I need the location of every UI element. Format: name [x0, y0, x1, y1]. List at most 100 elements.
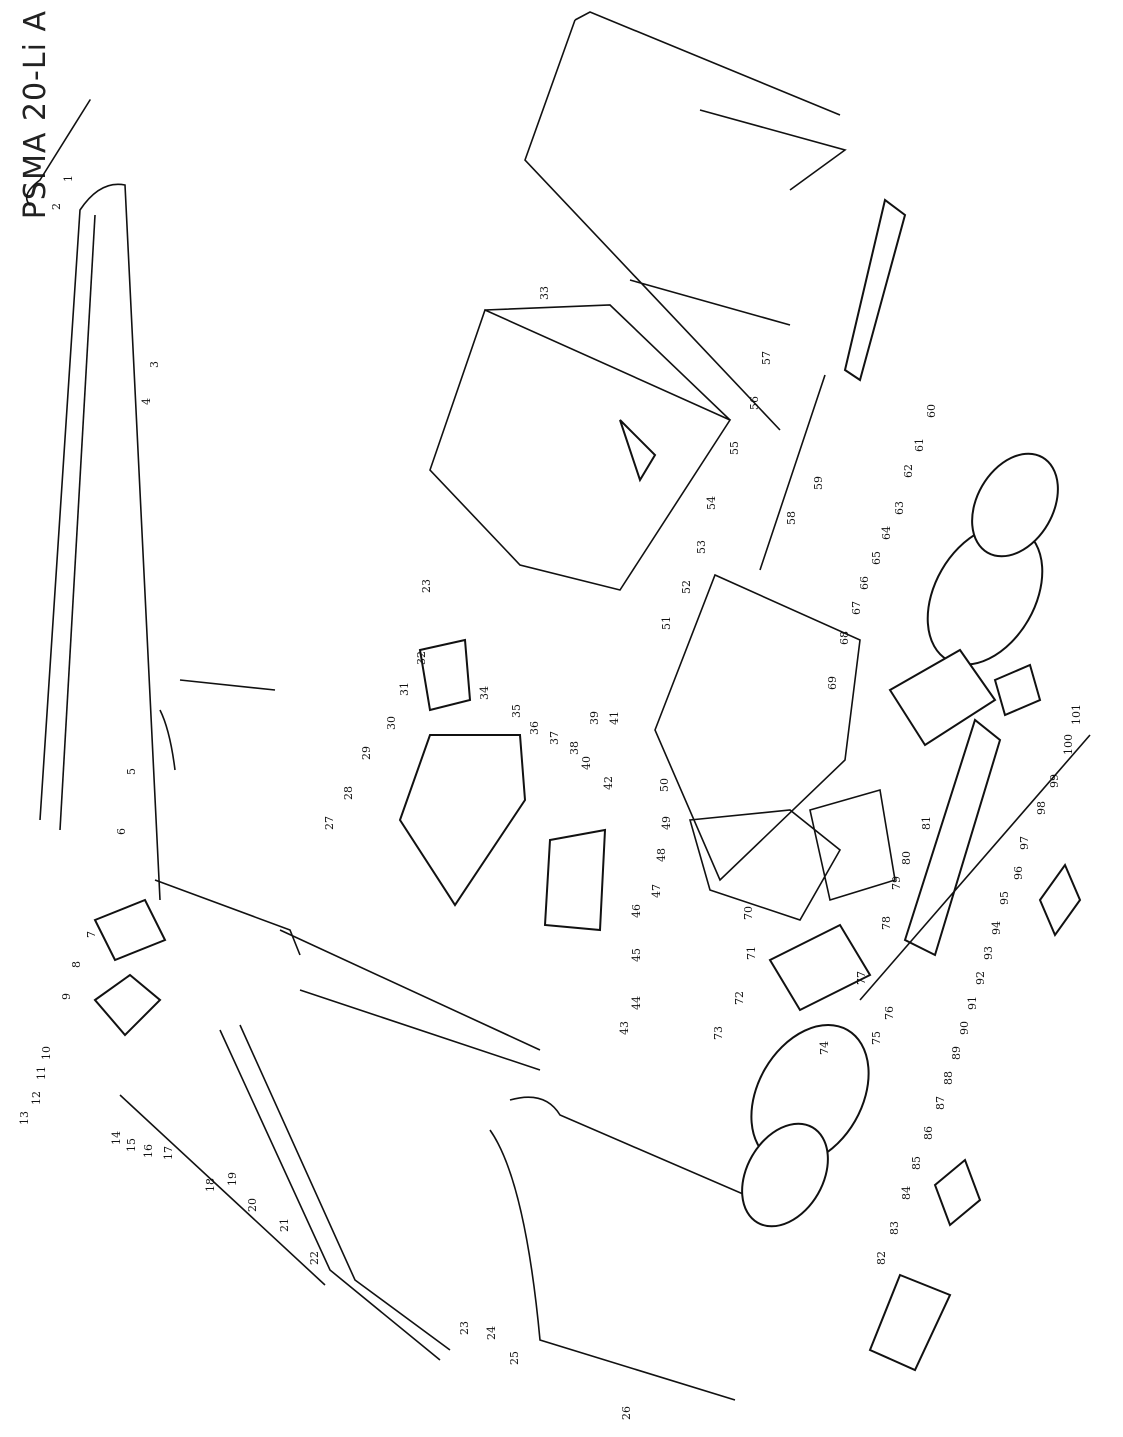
- label-85: 85: [910, 1156, 923, 1170]
- label-56: 56: [748, 396, 761, 410]
- motor-assembly: [868, 862, 1082, 1372]
- label-65: 65: [870, 551, 883, 565]
- label-93: 93: [982, 946, 995, 960]
- label-77: 77: [855, 971, 868, 985]
- label-18: 18: [204, 1178, 217, 1192]
- handle-assembly: [25, 99, 781, 1401]
- label-2: 2: [50, 203, 63, 210]
- label-88: 88: [942, 1071, 955, 1085]
- label-70: 70: [742, 906, 755, 920]
- label-43: 43: [618, 1021, 631, 1035]
- label-60: 60: [925, 404, 938, 418]
- label-46: 46: [630, 904, 643, 918]
- label-33: 33: [538, 286, 551, 300]
- label-37: 37: [548, 731, 561, 745]
- front-wheels: [741, 923, 872, 1228]
- scarifier-roller: [859, 718, 1091, 1001]
- label-9: 9: [60, 993, 73, 1000]
- label-42: 42: [602, 776, 615, 790]
- label-19: 19: [226, 1172, 239, 1186]
- label-92: 92: [974, 971, 987, 985]
- label-55: 55: [728, 441, 741, 455]
- label-10: 10: [40, 1046, 53, 1060]
- label-11: 11: [35, 1066, 48, 1080]
- label-1: 1: [62, 175, 75, 182]
- label-61: 61: [913, 438, 926, 452]
- label-12: 12: [30, 1091, 43, 1105]
- label-95: 95: [998, 891, 1011, 905]
- label-57: 57: [760, 351, 773, 365]
- label-52: 52: [680, 580, 693, 594]
- label-20: 20: [246, 1198, 259, 1212]
- label-80: 80: [900, 851, 913, 865]
- label-100: 100: [1062, 734, 1075, 755]
- label-90: 90: [958, 1021, 971, 1035]
- label-8: 8: [70, 961, 83, 968]
- label-79: 79: [890, 876, 903, 890]
- label-83: 83: [888, 1221, 901, 1235]
- label-31: 31: [398, 682, 411, 696]
- deck-body: [654, 573, 896, 921]
- label-23: 23: [458, 1321, 471, 1335]
- label-99: 99: [1048, 774, 1061, 788]
- label-78: 78: [880, 916, 893, 930]
- label-94: 94: [990, 921, 1003, 935]
- label-27: 27: [323, 816, 336, 830]
- label-67: 67: [850, 601, 863, 615]
- label-6: 6: [115, 828, 128, 835]
- label-87: 87: [934, 1096, 947, 1110]
- label-68: 68: [838, 631, 851, 645]
- label-16: 16: [142, 1144, 155, 1158]
- label-49: 49: [660, 816, 673, 830]
- label-66: 66: [858, 576, 871, 590]
- label-72: 72: [733, 991, 746, 1005]
- label-64: 64: [880, 526, 893, 540]
- label-82: 82: [875, 1251, 888, 1265]
- label-38: 38: [568, 741, 581, 755]
- label-81: 81: [920, 816, 933, 830]
- label-44: 44: [630, 996, 643, 1010]
- label-62: 62: [902, 464, 915, 478]
- label-97: 97: [1018, 836, 1031, 850]
- label-84: 84: [900, 1186, 913, 1200]
- label-58: 58: [785, 511, 798, 525]
- label-24: 24: [485, 1326, 498, 1340]
- label-21: 21: [278, 1218, 291, 1232]
- label-50: 50: [658, 778, 671, 792]
- label-54: 54: [705, 496, 718, 510]
- label-17: 17: [162, 1146, 175, 1160]
- label-22: 22: [308, 1251, 321, 1265]
- label-32: 32: [415, 651, 428, 665]
- label-96: 96: [1012, 866, 1025, 880]
- label-34: 34: [478, 686, 491, 700]
- label-35: 35: [510, 704, 523, 718]
- label-39: 39: [588, 711, 601, 725]
- label-76: 76: [883, 1006, 896, 1020]
- label-29: 29: [360, 746, 373, 760]
- label-71: 71: [745, 946, 758, 960]
- label-53: 53: [695, 540, 708, 554]
- label-7: 7: [85, 931, 98, 938]
- label-36: 36: [528, 721, 541, 735]
- label-86: 86: [922, 1126, 935, 1140]
- label-5: 5: [125, 768, 138, 775]
- label-30: 30: [385, 716, 398, 730]
- label-89: 89: [950, 1046, 963, 1060]
- label-47: 47: [650, 884, 663, 898]
- engine-cover: [398, 638, 607, 932]
- label-69: 69: [826, 676, 839, 690]
- label-13: 13: [18, 1111, 31, 1125]
- label-75: 75: [870, 1031, 883, 1045]
- rear-roller-frame: [524, 11, 847, 431]
- label-73: 73: [712, 1026, 725, 1040]
- label-4: 4: [140, 398, 153, 405]
- label-98: 98: [1035, 801, 1048, 815]
- label-59: 59: [812, 476, 825, 490]
- label-14: 14: [110, 1131, 123, 1145]
- label-101: 101: [1070, 704, 1083, 725]
- label-45: 45: [630, 948, 643, 962]
- grass-box: [429, 304, 732, 591]
- label-41: 41: [608, 711, 621, 725]
- label-63: 63: [893, 501, 906, 515]
